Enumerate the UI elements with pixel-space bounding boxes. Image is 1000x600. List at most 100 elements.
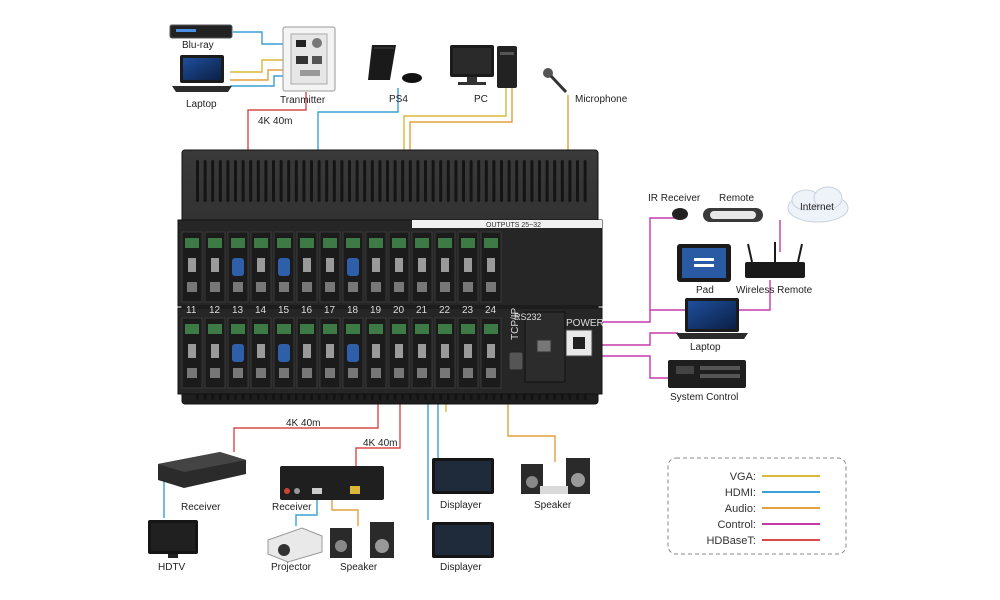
vent-slot <box>576 160 579 202</box>
vent-slot <box>424 160 427 202</box>
vent-slot <box>484 160 488 202</box>
hdmi-port <box>326 258 334 272</box>
wireless-router: Wireless Remote <box>736 242 813 296</box>
vent-top <box>196 160 587 202</box>
terminal-block <box>277 238 291 248</box>
vent-slot <box>515 160 519 202</box>
row-number: 19 <box>370 305 382 316</box>
row-number: 11 <box>186 305 197 316</box>
rj45-port <box>325 282 335 292</box>
rj45-port <box>256 282 266 292</box>
vent-slot <box>211 160 215 202</box>
transmitter-label: Tranmitter <box>280 95 326 106</box>
vent-slot <box>500 160 503 202</box>
receiver-2: Receiver <box>272 466 384 513</box>
vent-slot <box>325 160 329 202</box>
hdmi-port <box>211 258 219 272</box>
rj45-port <box>325 368 335 378</box>
wire-out-speaker2 <box>507 400 556 462</box>
legend-label: Audio: <box>725 503 756 515</box>
hdmi-port <box>211 344 219 358</box>
wire-laptop-control <box>598 332 678 346</box>
projector-label: Projector <box>271 562 312 573</box>
hdmi-port <box>257 258 265 272</box>
displayer-2: Displayer <box>432 522 494 573</box>
hdmi-port <box>487 344 495 358</box>
wire-laptop-hdmi <box>230 75 285 87</box>
vent-slot <box>477 160 481 202</box>
system-control-label: System Control <box>670 392 738 403</box>
hdmi-port <box>418 258 426 272</box>
speaker-2-label: Speaker <box>534 500 572 511</box>
laptop-source-label: Laptop <box>186 99 217 110</box>
bluray-device: Blu-ray <box>169 24 233 51</box>
legend-label: HDBaseT: <box>706 535 756 547</box>
internet-cloud: Internet <box>787 186 849 223</box>
terminal-block <box>461 238 475 248</box>
vent-slot <box>416 160 420 202</box>
laptop-control-label: Laptop <box>690 342 721 353</box>
hdmi-port <box>372 344 380 358</box>
row-number: 23 <box>462 305 474 316</box>
terminal-block <box>323 238 337 248</box>
terminal-block <box>231 324 245 334</box>
microphone-device: Microphone <box>543 68 628 105</box>
rj45-port <box>371 368 381 378</box>
cable-label-top-4k: 4K 40m <box>258 116 292 127</box>
vent-slot <box>386 160 389 202</box>
row-number: 12 <box>209 305 221 316</box>
hdmi-port <box>441 344 449 358</box>
rj45-port <box>279 282 289 292</box>
terminal-block <box>369 324 383 334</box>
vent-slot <box>241 160 245 202</box>
vent-slot <box>279 160 283 202</box>
microphone-label: Microphone <box>575 94 628 105</box>
vent-slot <box>393 160 397 202</box>
outputs-header: OUTPUTS 25~32 <box>486 222 541 229</box>
hdmi-port <box>188 258 196 272</box>
legend: VGA:HDMI:Audio:Control:HDBaseT: <box>667 457 847 555</box>
rj45-port <box>233 368 243 378</box>
vent-slot <box>439 160 443 202</box>
rj45-port <box>440 368 450 378</box>
row-number: 21 <box>416 305 428 316</box>
terminal-block <box>415 324 429 334</box>
system-control-device: System Control <box>668 360 746 403</box>
rj45-port <box>486 282 496 292</box>
pc-device: PC <box>450 45 517 105</box>
wires <box>163 31 781 526</box>
vent-slot <box>264 160 268 202</box>
vent-slot <box>310 160 313 202</box>
terminal-block <box>438 238 452 248</box>
wire-laptop-audio <box>230 69 285 81</box>
row-number: 16 <box>301 305 313 316</box>
vent-slot <box>218 160 222 202</box>
vga-port <box>278 258 290 276</box>
vent-slot <box>294 160 298 202</box>
vent-slot <box>249 160 253 202</box>
legend-label: Control: <box>717 519 756 531</box>
terminal-block <box>392 324 406 334</box>
rj45-port <box>371 282 381 292</box>
hdmi-port <box>372 258 380 272</box>
vga-port <box>278 344 290 362</box>
row-number: 24 <box>485 305 497 316</box>
terminal-block <box>300 324 314 334</box>
ps4-device: PS4 <box>368 45 422 105</box>
wire-out-hdbaset-1 <box>233 400 379 452</box>
terminal-block <box>185 324 199 334</box>
rj45-port <box>486 368 496 378</box>
vent-slot <box>431 160 435 202</box>
terminal-block <box>300 238 314 248</box>
hdmi-port <box>188 344 196 358</box>
displayer-2-label: Displayer <box>440 562 482 573</box>
rj45-port <box>417 368 427 378</box>
vent-slot <box>302 160 306 202</box>
hdmi-port <box>303 344 311 358</box>
vent-slot <box>203 160 207 202</box>
card-row-top <box>181 231 502 303</box>
vent-slot <box>363 160 367 202</box>
rj45-port <box>302 282 312 292</box>
vent-slot <box>469 160 473 202</box>
